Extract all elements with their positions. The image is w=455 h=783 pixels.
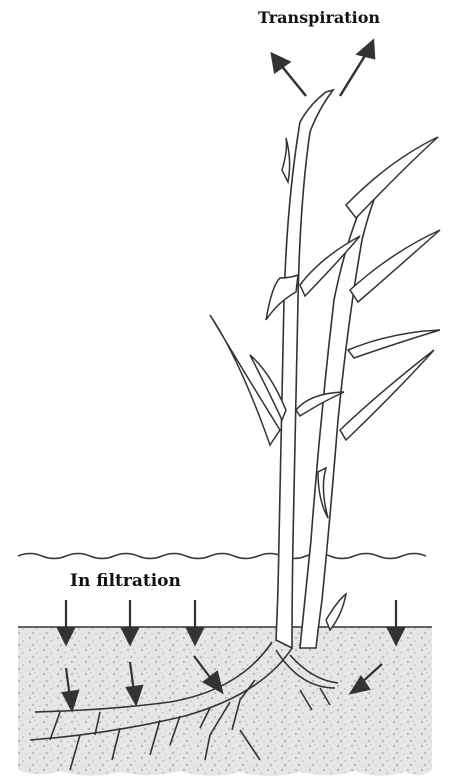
- plant-stems: [276, 90, 384, 648]
- transpiration-arrows: [272, 41, 374, 96]
- transpiration-label: Transpiration: [258, 8, 380, 27]
- water-surface-line: [18, 554, 426, 559]
- transpiration-arrow-left-icon: [272, 54, 306, 96]
- infiltration-label: In filtration: [70, 571, 181, 591]
- transpiration-arrow-right-icon: [340, 41, 374, 96]
